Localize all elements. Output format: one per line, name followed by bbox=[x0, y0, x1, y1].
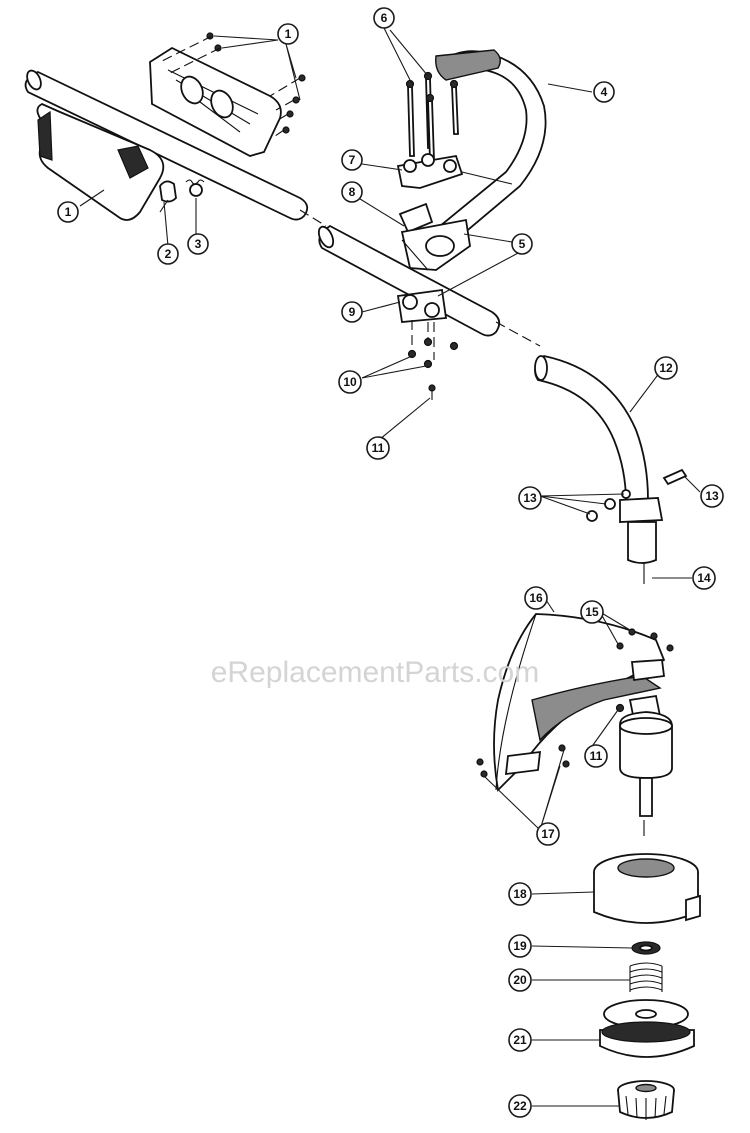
spool bbox=[599, 999, 695, 1058]
nuts-and-washers bbox=[407, 320, 459, 400]
svg-text:6: 6 bbox=[381, 11, 388, 25]
callout-4: 4 bbox=[593, 81, 615, 103]
svg-text:8: 8 bbox=[349, 185, 356, 199]
handle-housing-left bbox=[36, 103, 165, 221]
callout-2: 2 bbox=[157, 243, 179, 265]
svg-text:10: 10 bbox=[343, 375, 357, 389]
svg-text:20: 20 bbox=[513, 973, 527, 987]
callout-14: 14 bbox=[692, 566, 716, 590]
callout-13-left: 13 bbox=[518, 486, 542, 510]
svg-text:13: 13 bbox=[705, 489, 719, 503]
grass-guard bbox=[493, 613, 666, 792]
svg-text:4: 4 bbox=[601, 85, 608, 99]
spring bbox=[629, 962, 663, 992]
curved-shaft bbox=[534, 355, 664, 584]
callout-12: 12 bbox=[654, 356, 678, 380]
callout-16: 16 bbox=[524, 586, 548, 610]
svg-text:14: 14 bbox=[697, 571, 711, 585]
throttle-trigger bbox=[159, 180, 177, 213]
callout-13-right: 13 bbox=[700, 484, 724, 508]
svg-text:17: 17 bbox=[541, 827, 555, 841]
svg-text:15: 15 bbox=[585, 605, 599, 619]
callout-15: 15 bbox=[580, 600, 604, 624]
upper-shaft bbox=[24, 69, 309, 221]
handle-screws bbox=[159, 32, 306, 139]
svg-text:21: 21 bbox=[513, 1033, 527, 1047]
clamp-lower bbox=[396, 288, 448, 323]
callout-6: 6 bbox=[373, 7, 395, 29]
clamp-upper bbox=[396, 153, 464, 189]
callout-9: 9 bbox=[341, 301, 363, 323]
svg-text:3: 3 bbox=[195, 237, 202, 251]
bump-knob bbox=[617, 1080, 675, 1120]
svg-text:22: 22 bbox=[513, 1099, 527, 1113]
svg-text:1: 1 bbox=[65, 205, 72, 219]
callout-17: 17 bbox=[536, 822, 560, 846]
svg-text:16: 16 bbox=[529, 591, 543, 605]
callout-21: 21 bbox=[508, 1028, 532, 1052]
callout-3: 3 bbox=[187, 233, 209, 255]
svg-text:9: 9 bbox=[349, 305, 356, 319]
watermark: eReplacementParts.com bbox=[210, 656, 540, 689]
callout-1-left: 1 bbox=[57, 201, 79, 223]
callout-5: 5 bbox=[511, 233, 533, 255]
callout-19: 19 bbox=[508, 934, 532, 958]
callout-10: 10 bbox=[338, 370, 362, 394]
clamp-middle bbox=[400, 218, 471, 271]
svg-text:2: 2 bbox=[165, 247, 172, 261]
svg-text:1: 1 bbox=[285, 27, 292, 41]
callout-20: 20 bbox=[508, 968, 532, 992]
svg-text:13: 13 bbox=[523, 491, 537, 505]
svg-text:12: 12 bbox=[659, 361, 673, 375]
callout-8: 8 bbox=[341, 181, 363, 203]
spool-housing bbox=[593, 853, 701, 924]
loop-handle bbox=[398, 49, 547, 242]
svg-text:11: 11 bbox=[590, 749, 603, 763]
svg-text:18: 18 bbox=[513, 887, 527, 901]
svg-text:7: 7 bbox=[349, 153, 356, 167]
callout-18: 18 bbox=[508, 882, 532, 906]
leader-lines bbox=[79, 27, 701, 1107]
throttle-spring bbox=[185, 179, 205, 197]
callout-22: 22 bbox=[508, 1094, 532, 1118]
callout-11-upper: 11 bbox=[366, 436, 390, 460]
handle-housing-right bbox=[149, 46, 282, 157]
main-shaft bbox=[299, 209, 541, 347]
gear-head bbox=[615, 694, 673, 836]
guard-screws bbox=[476, 628, 674, 778]
callout-11-lower: 11 bbox=[584, 744, 608, 768]
washer bbox=[631, 941, 661, 955]
svg-text:11: 11 bbox=[372, 441, 385, 455]
svg-text:5: 5 bbox=[519, 237, 526, 251]
clamp-bolts bbox=[405, 71, 459, 161]
svg-text:19: 19 bbox=[513, 939, 527, 953]
callout-1-top: 1 bbox=[277, 23, 299, 45]
callout-7: 7 bbox=[341, 149, 363, 171]
